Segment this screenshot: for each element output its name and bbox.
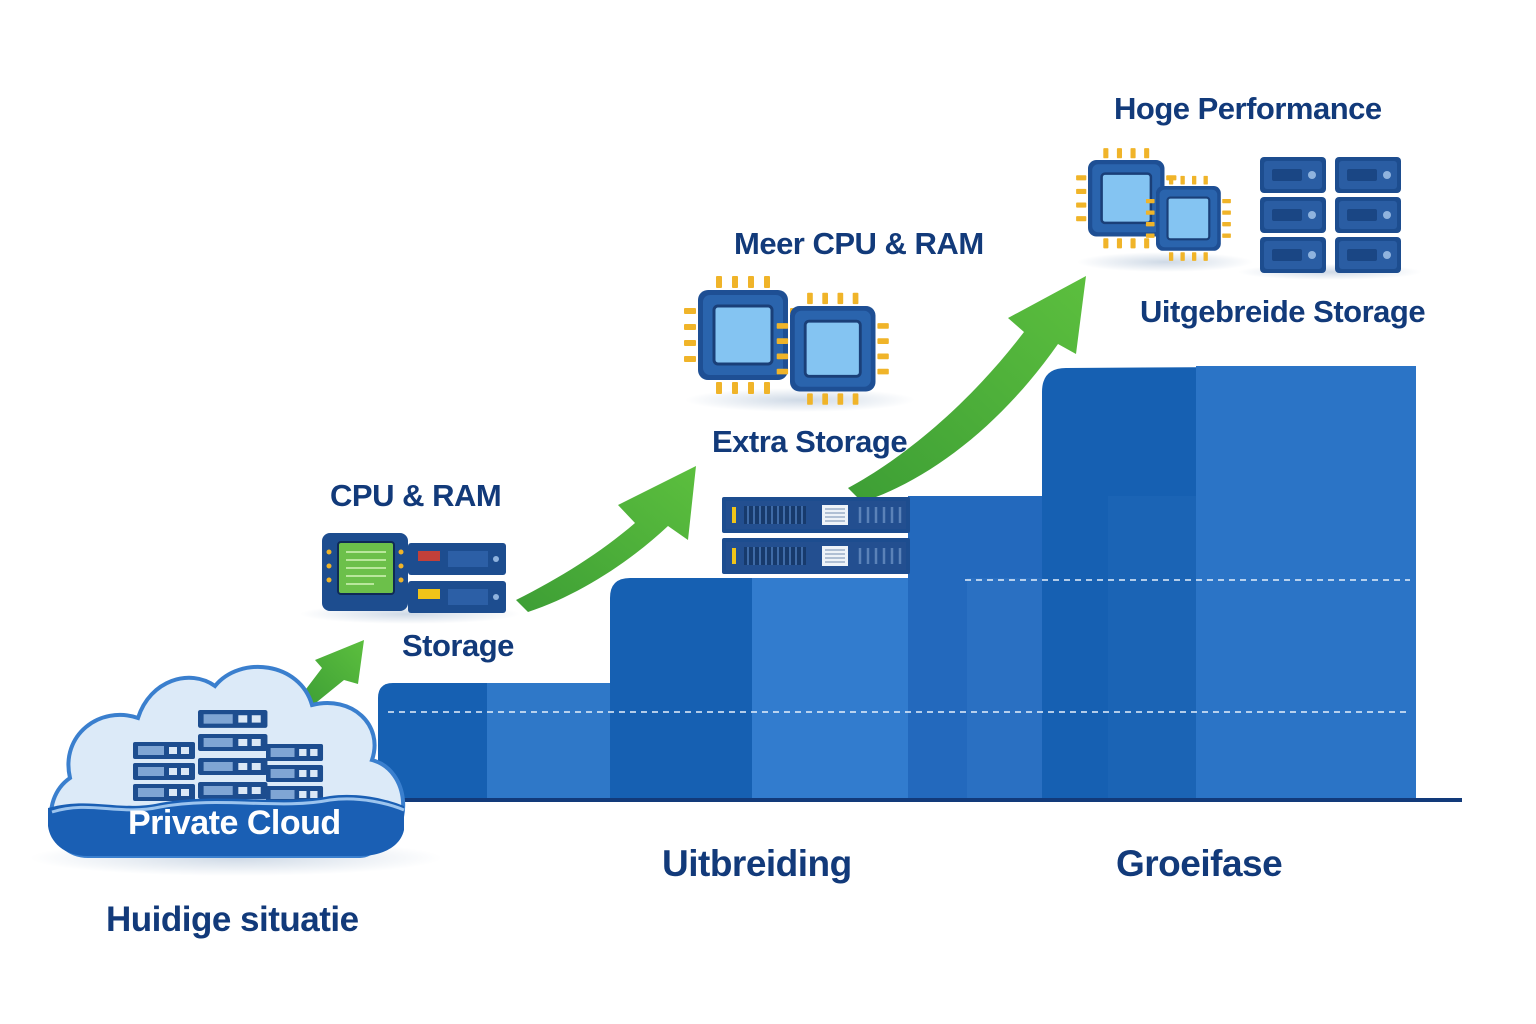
step1-cpu-ram-label: CPU & RAM	[330, 478, 502, 513]
storage-server-icon	[1238, 157, 1422, 280]
cpu-chip-icon	[1074, 146, 1253, 272]
phase-growth-label: Groeifase	[1116, 843, 1283, 884]
cpu-chip-icon	[682, 274, 915, 412]
storage-server-icon	[720, 495, 912, 576]
step3-performance-label: Hoge Performance	[1114, 91, 1382, 126]
server-rack-icon	[300, 533, 520, 624]
private-cloud-label: Private Cloud	[128, 804, 341, 842]
private-cloud-icon	[30, 664, 442, 876]
step-block-4-face	[1196, 366, 1416, 800]
phase-expansion-label: Uitbreiding	[662, 843, 852, 884]
step2-storage-label: Extra Storage	[712, 424, 908, 459]
step2-cpu-ram-label: Meer CPU & RAM	[734, 226, 984, 261]
growth-staircase	[378, 366, 1462, 802]
growth-arrow-icon	[300, 276, 1086, 706]
step3-storage-label: Uitgebreide Storage	[1140, 294, 1426, 329]
current-situation-label: Huidige situatie	[106, 900, 359, 939]
step1-storage-label: Storage	[402, 628, 514, 663]
